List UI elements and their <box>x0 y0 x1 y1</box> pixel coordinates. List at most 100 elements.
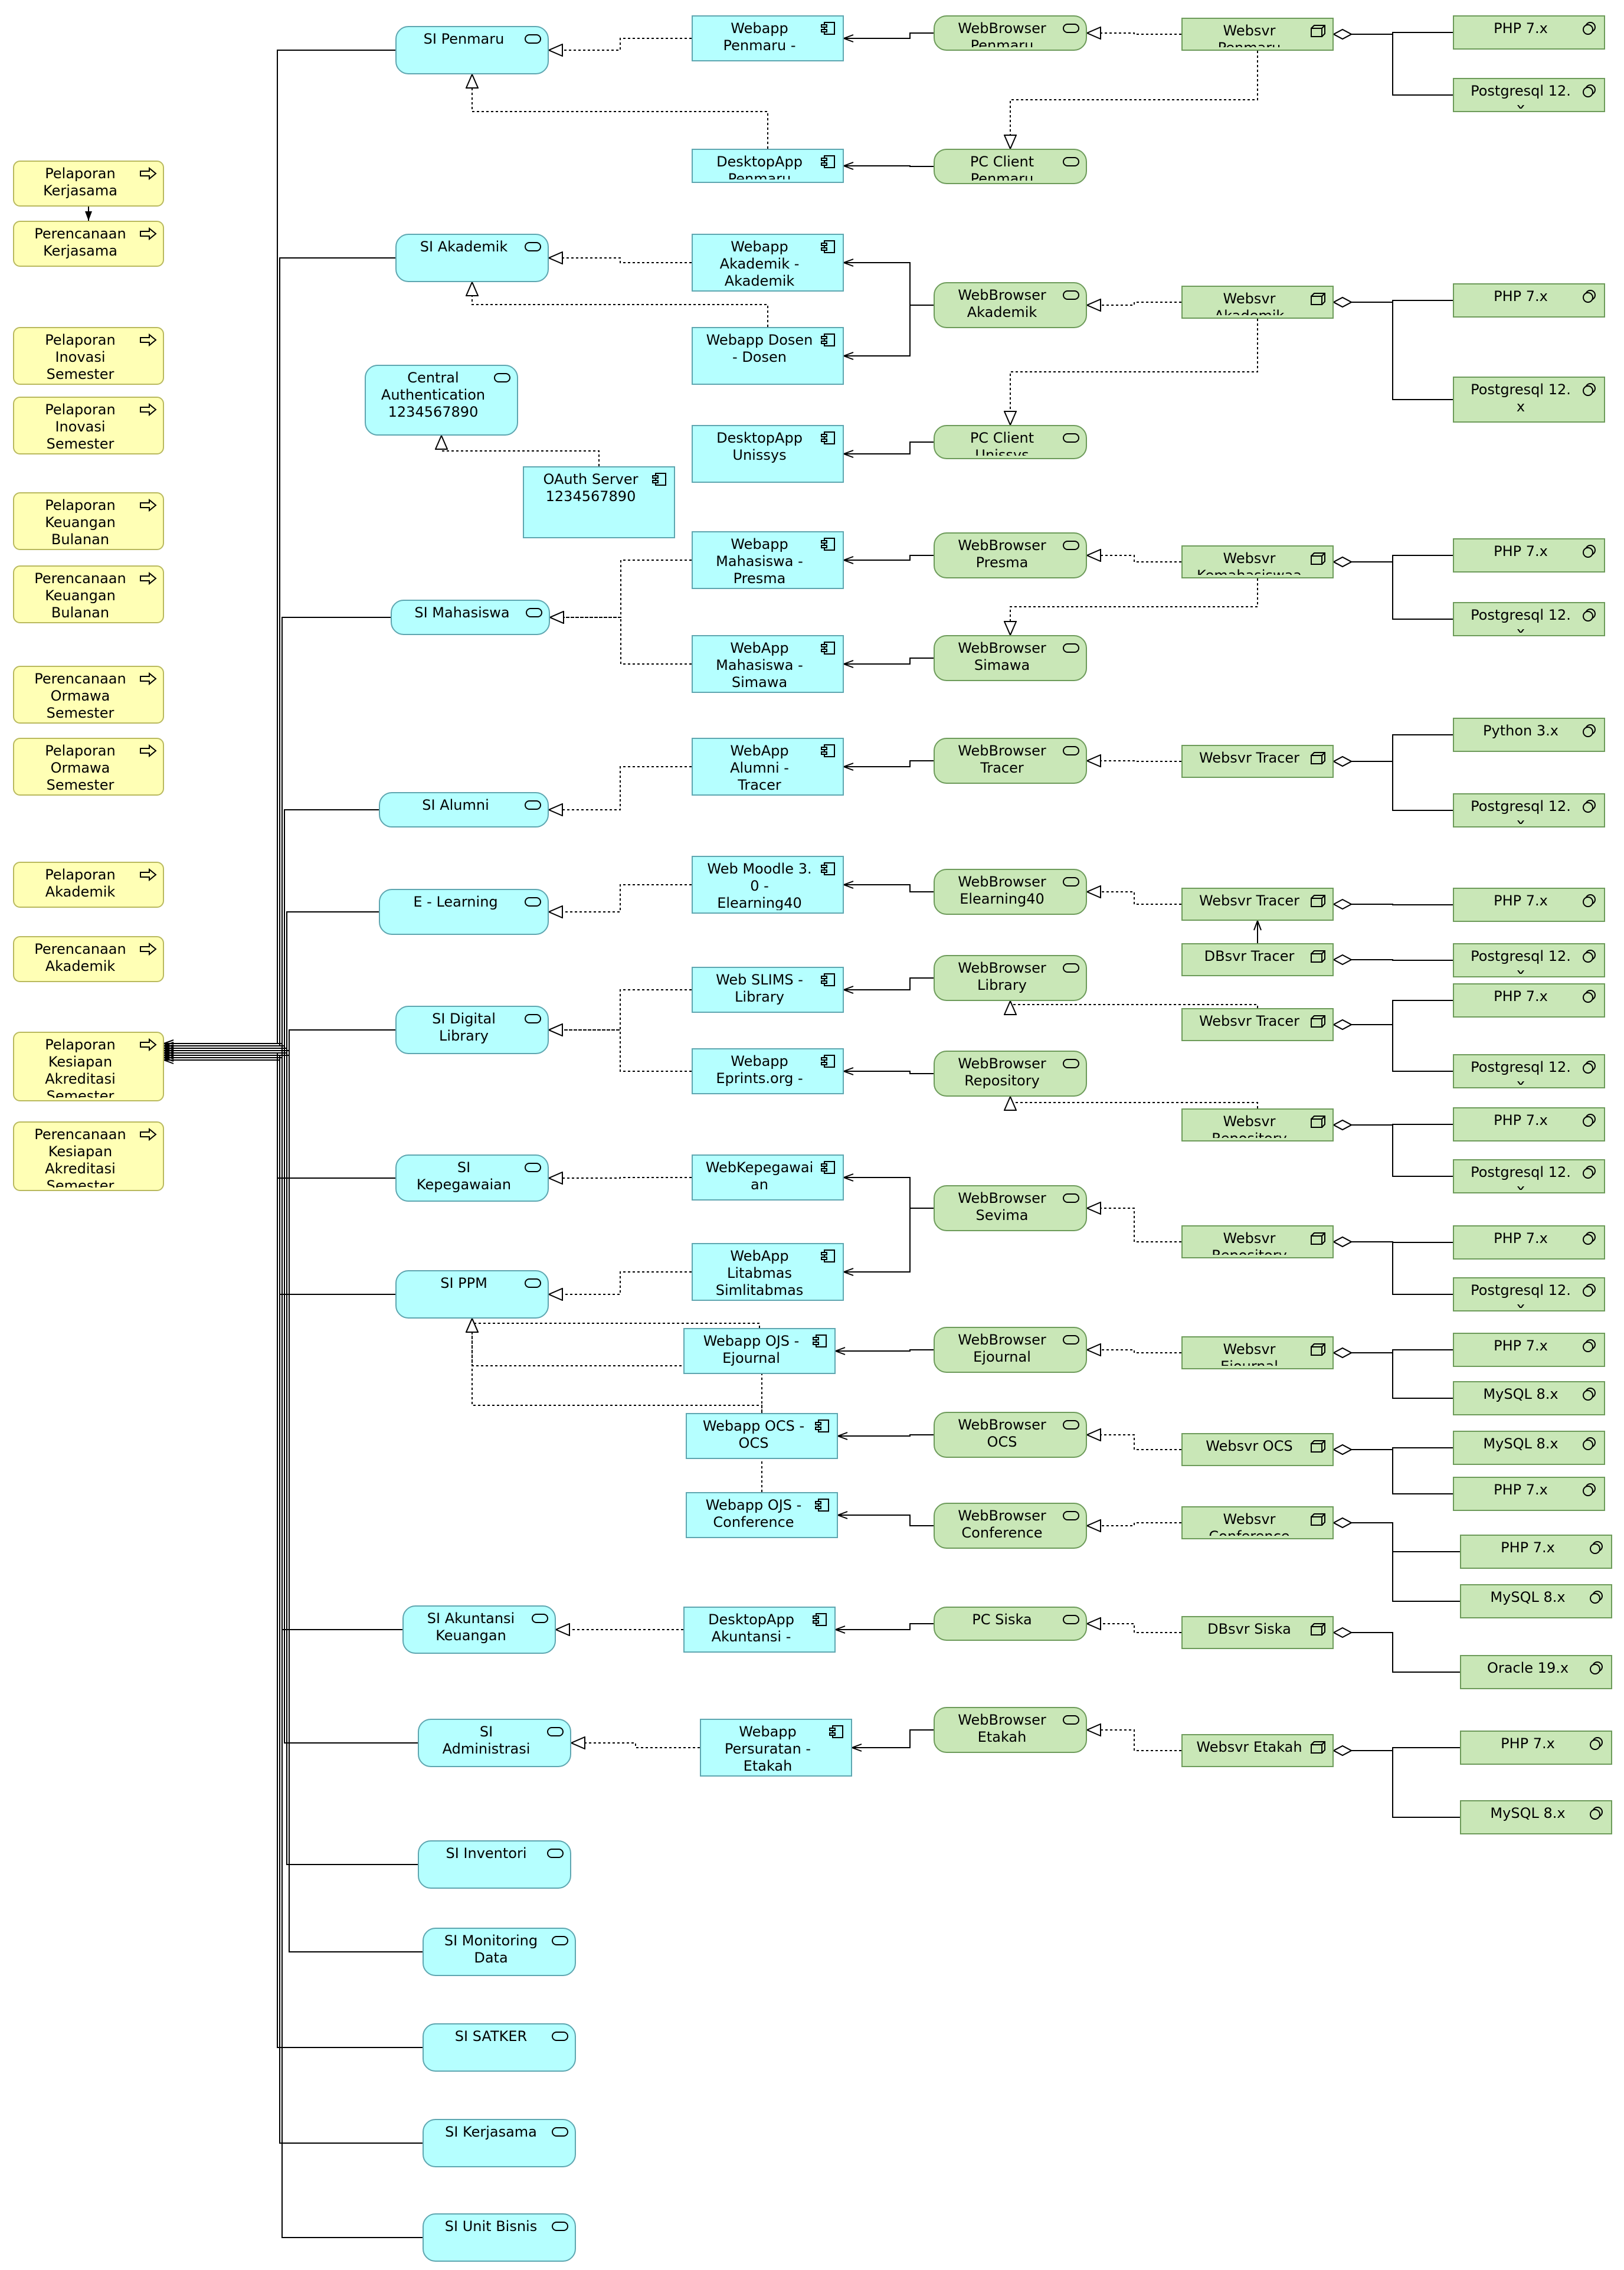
aggregation-relation[interactable] <box>1334 1025 1453 1072</box>
realization-relation[interactable] <box>1010 1097 1258 1108</box>
serving-relation[interactable] <box>164 257 395 1046</box>
process-node-perencanaan-ormawa-semester[interactable]: Perencanaan Ormawa Semester <box>13 666 164 724</box>
realization-relation[interactable] <box>549 258 692 263</box>
aggregation-relation[interactable] <box>1334 302 1453 400</box>
realization-relation[interactable] <box>549 38 692 50</box>
aggregation-relation[interactable] <box>1334 1523 1460 1602</box>
serving-relation[interactable] <box>844 441 934 454</box>
process-node-perencanaan-akademik[interactable]: Perencanaan Akademik <box>13 936 164 982</box>
technode-node-python-3-x[interactable]: Python 3.x <box>1453 718 1605 752</box>
service-node-si-administrasi[interactable]: SI Administrasi <box>418 1719 571 1767</box>
component-node-webapp-eprints-org[interactable]: Webapp Eprints.org - <box>692 1048 844 1094</box>
realization-relation[interactable] <box>549 766 692 810</box>
techsvc-node-webbrowser-akademik[interactable]: WebBrowser Akademik <box>934 282 1087 328</box>
technode-node-websvr-tracer[interactable]: Websvr Tracer <box>1181 1008 1334 1041</box>
technode-node-php-7-x[interactable]: PHP 7.x <box>1453 1477 1605 1511</box>
technode-node-postgresql-12-x[interactable]: Postgresql 12. x <box>1453 1159 1605 1193</box>
technode-node-websvr-conference[interactable]: Websvr Conference <box>1181 1506 1334 1539</box>
technode-node-oracle-19-x[interactable]: Oracle 19.x <box>1460 1655 1612 1689</box>
technode-node-mysql-8-x[interactable]: MySQL 8.x <box>1453 1381 1605 1415</box>
process-node-perencanaan-keuangan-bulanan[interactable]: Perencanaan Keuangan Bulanan <box>13 565 164 623</box>
technode-node-websvr-tracer[interactable]: Websvr Tracer <box>1181 745 1334 778</box>
realization-relation[interactable] <box>1010 1001 1258 1008</box>
aggregation-relation[interactable] <box>1334 1242 1453 1295</box>
component-node-webapp-akademik-akademik[interactable]: Webapp Akademik - Akademik <box>692 234 844 292</box>
service-node-si-ppm[interactable]: SI PPM <box>395 1270 549 1319</box>
component-node-desktopapp-akuntansi[interactable]: DesktopApp Akuntansi - <box>683 1607 836 1653</box>
technode-node-websvr-repository[interactable]: Websvr Repository <box>1181 1108 1334 1141</box>
serving-relation[interactable] <box>164 1044 402 1630</box>
realization-relation[interactable] <box>1010 578 1258 635</box>
service-node-si-monitoring-data[interactable]: SI Monitoring Data <box>423 1928 576 1976</box>
component-node-webapp-ojs-ejournal[interactable]: Webapp OJS - Ejournal <box>683 1328 836 1374</box>
component-node-webapp-penmaru[interactable]: Webapp Penmaru - <box>692 15 844 61</box>
technode-node-postgresql-12-x[interactable]: Postgresql 12. x <box>1453 793 1605 827</box>
technode-node-php-7-x[interactable]: PHP 7.x <box>1453 1225 1605 1260</box>
realization-relation[interactable] <box>1087 1624 1181 1633</box>
serving-relation[interactable] <box>844 32 934 38</box>
component-node-oauth-server-1234567890[interactable]: OAuth Server 1234567890 <box>523 466 675 538</box>
serving-relation[interactable] <box>164 1048 418 1865</box>
techsvc-node-webbrowser-ejournal[interactable]: WebBrowser Ejournal <box>934 1327 1087 1373</box>
techsvc-node-webbrowser-penmaru[interactable]: WebBrowser Penmaru <box>934 15 1087 51</box>
realization-relation[interactable] <box>1087 1523 1181 1526</box>
realization-relation[interactable] <box>1087 555 1181 562</box>
technode-node-postgresql-12-x[interactable]: Postgresql 12. x <box>1453 377 1605 423</box>
technode-node-php-7-x[interactable]: PHP 7.x <box>1453 1107 1605 1141</box>
aggregation-relation[interactable] <box>1334 1523 1460 1552</box>
technode-node-websvr-ejournal[interactable]: Websvr Ejournal <box>1181 1336 1334 1369</box>
process-node-pelaporan-akademik[interactable]: Pelaporan Akademik <box>13 862 164 908</box>
component-node-webapp-alumni-tracer[interactable]: WebApp Alumni - Tracer <box>692 738 844 796</box>
service-node-si-satker[interactable]: SI SATKER <box>423 2023 576 2072</box>
process-node-pelaporan-keuangan-bulanan[interactable]: Pelaporan Keuangan Bulanan <box>13 492 164 550</box>
service-node-si-unit-bisnis[interactable]: SI Unit Bisnis <box>423 2213 576 2262</box>
realization-relation[interactable] <box>1087 1435 1181 1450</box>
service-node-si-mahasiswa[interactable]: SI Mahasiswa <box>391 600 550 635</box>
component-node-webapp-persuratan-etakah[interactable]: Webapp Persuratan - Etakah <box>700 1719 852 1777</box>
serving-relation[interactable] <box>844 305 934 356</box>
aggregation-relation[interactable] <box>1334 734 1453 761</box>
service-node-si-akuntansi-keuangan[interactable]: SI Akuntansi Keuangan <box>402 1605 556 1654</box>
serving-relation[interactable] <box>164 1051 423 1952</box>
techsvc-node-webbrowser-repository[interactable]: WebBrowser Repository <box>934 1051 1087 1097</box>
serving-relation[interactable] <box>852 1729 934 1748</box>
serving-relation[interactable] <box>844 760 934 767</box>
aggregation-relation[interactable] <box>1334 1125 1453 1177</box>
techsvc-node-pc-client-unissys[interactable]: PC Client Unissys <box>934 425 1087 459</box>
techsvc-node-webbrowser-conference[interactable]: WebBrowser Conference <box>934 1503 1087 1549</box>
service-node-si-inventori[interactable]: SI Inventori <box>418 1840 571 1889</box>
realization-relation[interactable] <box>549 1271 692 1294</box>
aggregation-relation[interactable] <box>1334 1633 1460 1673</box>
aggregation-relation[interactable] <box>1334 761 1453 811</box>
component-node-webapp-litabmas-simlitabmas[interactable]: WebApp Litabmas Simlitabmas <box>692 1243 844 1301</box>
technode-node-php-7-x[interactable]: PHP 7.x <box>1460 1731 1612 1765</box>
component-node-webapp-ocs-ocs[interactable]: Webapp OCS - OCS <box>686 1413 838 1459</box>
technode-node-websvr-ocs[interactable]: Websvr OCS <box>1181 1433 1334 1466</box>
technode-node-postgresql-12-x[interactable]: Postgresql 12. x <box>1453 943 1605 977</box>
service-node-si-penmaru[interactable]: SI Penmaru <box>395 26 549 74</box>
service-node-si-digital-library[interactable]: SI Digital Library <box>395 1006 549 1054</box>
technode-node-websvr-etakah[interactable]: Websvr Etakah <box>1181 1734 1334 1767</box>
technode-node-dbsvr-tracer[interactable]: DBsvr Tracer <box>1181 943 1334 976</box>
serving-relation[interactable] <box>164 1055 423 2144</box>
component-node-webapp-mahasiswa-presma[interactable]: Webapp Mahasiswa - Presma <box>692 531 844 589</box>
techsvc-node-webbrowser-elearning40[interactable]: WebBrowser Elearning40 <box>934 869 1087 915</box>
aggregation-relation[interactable] <box>1334 1000 1453 1025</box>
realization-relation[interactable] <box>472 282 768 327</box>
realization-relation[interactable] <box>550 560 692 617</box>
realization-relation[interactable] <box>571 1743 700 1748</box>
component-node-desktopapp-unissys[interactable]: DesktopApp Unissys <box>692 425 844 483</box>
realization-relation[interactable] <box>441 436 600 466</box>
service-node-si-kepegawaian[interactable]: SI Kepegawaian <box>395 1154 549 1202</box>
serving-relation[interactable] <box>844 885 934 892</box>
realization-relation[interactable] <box>1010 51 1258 149</box>
techsvc-node-webbrowser-etakah[interactable]: WebBrowser Etakah <box>934 1707 1087 1753</box>
technode-node-websvr-penmaru[interactable]: Websvr Penmaru <box>1181 18 1334 51</box>
process-node-perencanaan-kesiapan-akreditasi-semester[interactable]: Perencanaan Kesiapan Akreditasi Semester <box>13 1121 164 1191</box>
serving-relation[interactable] <box>164 1053 423 2048</box>
serving-relation[interactable] <box>844 555 934 560</box>
technode-node-php-7-x[interactable]: PHP 7.x <box>1453 983 1605 1018</box>
technode-node-websvr-akademik[interactable]: Websvr Akademik <box>1181 286 1334 319</box>
serving-relation[interactable] <box>844 1208 934 1272</box>
realization-relation[interactable] <box>549 989 692 1030</box>
